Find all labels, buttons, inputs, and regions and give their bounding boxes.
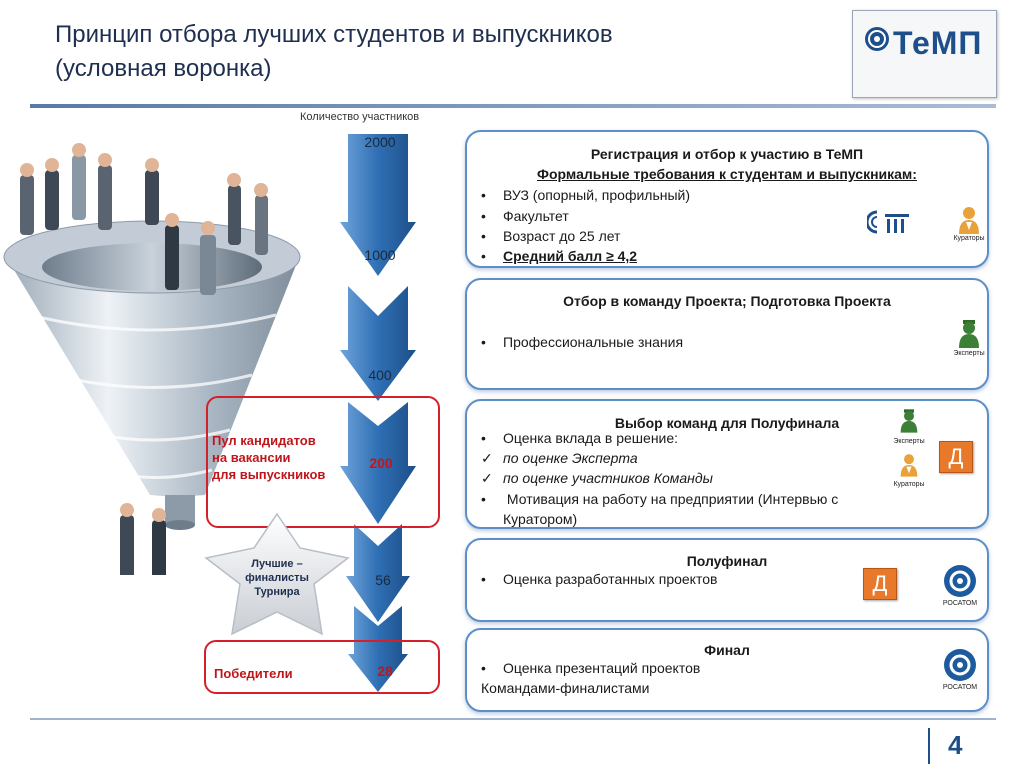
pool-label-line3: для выпускников	[212, 467, 326, 482]
temp-logo: ТеМП	[852, 10, 997, 98]
page-title-line1: Принцип отбора лучших студентов и выпуск…	[55, 21, 613, 48]
funnel-illustration	[3, 143, 301, 575]
arrow-stage-4	[346, 524, 410, 622]
page-title-line2: (условная воронка)	[55, 55, 272, 82]
stage-title: Полуфинал	[686, 553, 768, 569]
stage-panel-semifinal-choice: Выбор команд для Полуфинала •Оценка вкла…	[465, 399, 989, 529]
funnel-value-200: 200	[369, 455, 393, 471]
rosatom-logo-icon	[944, 565, 976, 597]
logo-text: ТеМП	[893, 25, 983, 61]
list-item: Куратором)	[503, 511, 578, 527]
arrow-stage-1	[340, 134, 416, 276]
funnel-value-2000: 2000	[364, 134, 396, 150]
list-item: • Мотивация на работу на предприятии (Ин…	[481, 491, 839, 507]
university-icon	[867, 210, 909, 234]
d-badge: Д	[863, 568, 897, 600]
stage-title: Регистрация и отбор к участию в ТеМП	[590, 146, 864, 162]
expert-label: Эксперты	[893, 438, 925, 445]
expert-label: Эксперты	[953, 350, 985, 357]
list-item: ✓по оценке участников Команды	[481, 470, 713, 486]
list-item: ✓по оценке Эксперта	[481, 450, 638, 466]
funnel-value-28: 28	[377, 663, 393, 679]
best-label: Лучшие – финалисты Турнира	[235, 557, 319, 599]
list-item: •Оценка презентаций проектов	[481, 660, 701, 676]
expert-icon	[959, 320, 979, 348]
funnel-value-56: 56	[375, 572, 391, 588]
graduates-icon	[120, 503, 166, 575]
rosatom-label: РОСАТОМ	[942, 600, 978, 607]
pool-highlight-frame	[206, 396, 440, 528]
arrow-stage-2	[340, 286, 416, 401]
pool-label-line2: на вакансии	[212, 450, 291, 465]
page-number: 4	[948, 730, 963, 760]
atom-logo-icon	[865, 27, 889, 51]
star-badge-icon	[204, 512, 350, 636]
list-item: •Оценка вклада в решение:	[481, 430, 679, 446]
winners-label: Победители	[214, 666, 293, 681]
d-badge: Д	[939, 441, 973, 473]
arrow-stage-5	[348, 606, 408, 692]
people-icon	[20, 143, 268, 295]
pool-label-line1: Пул кандидатов	[212, 433, 316, 448]
expert-icon	[900, 409, 918, 433]
stage-panel-semifinal: Полуфинал •Оценка разработанных проектов…	[465, 538, 989, 622]
count-label: Количество участников	[300, 111, 420, 123]
footer-divider	[30, 718, 996, 720]
stage-title: Отбор в команду Проекта; Подготовка Прое…	[563, 293, 891, 309]
arrow-column	[340, 134, 416, 692]
stage-panel-final: Финал •Оценка презентаций проектов Коман…	[465, 628, 989, 712]
page-title: Принцип отбора лучших студентов и выпуск…	[55, 18, 835, 86]
list-item: •Возраст до 25 лет	[481, 228, 621, 244]
stage-title: Финал	[704, 642, 750, 658]
funnel-value-400: 400	[368, 367, 392, 383]
stage-subtitle: Формальные требования к студентам и выпу…	[537, 166, 917, 182]
funnel-value-1000: 1000	[364, 247, 396, 263]
list-item: •Средний балл ≥ 4,2	[481, 248, 638, 264]
stage-title: Выбор команд для Полуфинала	[614, 415, 840, 431]
best-label-line3: Турнира	[254, 586, 300, 598]
curator-icon	[900, 454, 918, 477]
curator-icon	[959, 207, 979, 234]
curator-label: Кураторы	[953, 235, 985, 242]
page-number-separator	[928, 728, 930, 764]
arrow-stage-3	[340, 402, 416, 524]
list-item: •Профессиональные знания	[481, 334, 684, 350]
pool-label: Пул кандидатов на вакансии для выпускник…	[212, 432, 325, 483]
list-item: Командами-финалистами	[481, 680, 650, 696]
stage-panel-registration: Регистрация и отбор к участию в ТеМП Фор…	[465, 130, 989, 268]
best-label-line2: финалисты	[245, 572, 309, 584]
title-divider	[30, 104, 996, 108]
list-item: •Факультет	[481, 208, 569, 224]
list-item: •Оценка разработанных проектов	[481, 571, 718, 587]
rosatom-label: РОСАТОМ	[942, 684, 978, 691]
curator-label: Кураторы	[893, 481, 925, 488]
rosatom-logo-icon	[944, 649, 976, 681]
best-label-line1: Лучшие –	[251, 558, 303, 570]
list-item: •ВУЗ (опорный, профильный)	[481, 187, 691, 203]
stage-panel-team-selection: Отбор в команду Проекта; Подготовка Прое…	[465, 278, 989, 390]
winners-highlight-frame	[204, 640, 440, 694]
